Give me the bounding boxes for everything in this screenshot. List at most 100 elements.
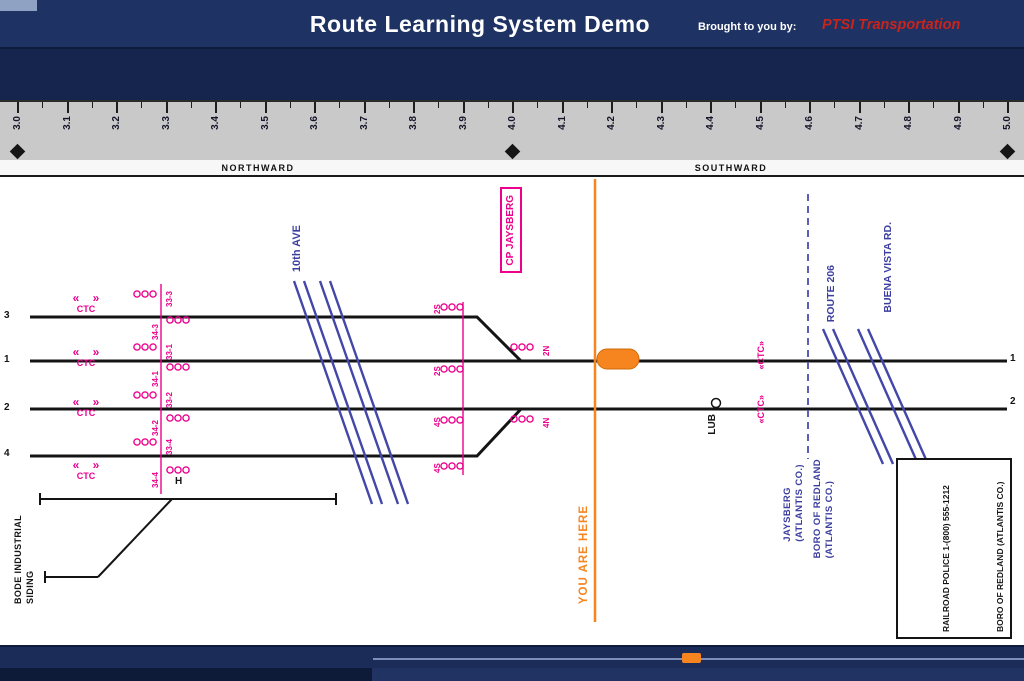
- ruler-minor-tick: [982, 102, 984, 108]
- bode-siding-label: BODE INDUSTRIAL SIDING: [12, 515, 36, 604]
- ruler-diamond-marker: [504, 143, 521, 160]
- ctc-chevrons-icon: « »: [72, 458, 105, 472]
- signal-head-icon: [149, 438, 157, 446]
- tenth-ave-label: 10th AVE: [291, 225, 303, 273]
- ruler-minor-tick: [91, 102, 93, 108]
- signal-head-icon: [440, 416, 448, 424]
- ctc-marker-track2-right: «CTC»: [756, 395, 767, 424]
- ctc-chevron-icon: »: [756, 341, 766, 347]
- ruler-tick: [17, 102, 19, 113]
- ruler-label: 3.4: [210, 116, 221, 130]
- ctc-label: CTC: [76, 408, 96, 418]
- ctc-chevron-icon: «: [756, 364, 766, 370]
- signal-head-icon: [141, 391, 149, 399]
- ctc-marker-track1: « » CTC: [62, 346, 110, 368]
- ruler-minor-tick: [240, 102, 242, 108]
- redland-municipality-label: BORO OF REDLAND (ATLANTIS CO.): [812, 459, 836, 558]
- track-4: [30, 407, 523, 458]
- track-label-2: 2: [4, 402, 10, 413]
- signal-label: 34-3: [151, 323, 160, 340]
- signal-head-icon: [174, 414, 182, 422]
- ruler-tick: [462, 102, 465, 113]
- ruler-tick: [363, 102, 366, 113]
- ctc-label: CTC: [756, 346, 766, 365]
- jaysberg-line1: JAYSBERG: [782, 487, 793, 542]
- bode-siding-line1: BODE INDUSTRIAL: [13, 515, 23, 604]
- ruler-label: 4.5: [754, 116, 766, 130]
- ruler-tick: [759, 102, 762, 113]
- signal-head-icon: [149, 391, 157, 399]
- track-label-1-right: 1: [1010, 353, 1016, 364]
- ruler-tick: [611, 102, 613, 113]
- ruler-tick: [710, 102, 712, 113]
- signal-head-icon: [456, 365, 464, 373]
- ruler-label: 4.8: [903, 116, 914, 130]
- ruler-tick: [264, 102, 267, 113]
- ruler-minor-tick: [883, 102, 885, 108]
- industrial-siding-track: [39, 493, 337, 583]
- lubricator-icon: [710, 397, 722, 409]
- track-label-3: 3: [4, 310, 10, 321]
- ruler-minor-tick: [141, 102, 143, 108]
- signal-head-icon: [141, 343, 149, 351]
- header-band: [0, 47, 1024, 100]
- ruler-label: 3.1: [61, 116, 73, 130]
- brought-by-label: Brought to you by:: [698, 21, 797, 33]
- ruler-label: 4.0: [507, 116, 518, 130]
- signal-head-icon: [166, 466, 174, 474]
- ruler-minor-tick: [636, 102, 638, 108]
- signal-head-icon: [518, 343, 526, 351]
- signal-head-icon: [174, 316, 182, 324]
- buena-vista-label: BUENA VISTA RD.: [882, 222, 894, 313]
- signal-label: 33-1: [165, 343, 174, 360]
- signal-label: 4N: [542, 418, 551, 428]
- ruler-minor-tick: [933, 102, 935, 108]
- ctc-marker-track1-right: «CTC»: [756, 341, 767, 370]
- signal-label: 33-2: [165, 391, 174, 408]
- ruler-tick: [512, 102, 514, 113]
- emergency-line: BORO OF REDLAND (ATLANTIS CO.): [995, 481, 1005, 632]
- ruler-minor-tick: [735, 102, 737, 108]
- signal-head-icon: [166, 316, 174, 324]
- ctc-label: CTC: [76, 304, 96, 314]
- jaysberg-municipality-label: JAYSBERG (ATLANTIS CO.): [782, 464, 806, 542]
- ruler-label: 3.0: [12, 116, 23, 130]
- ruler-label: 4.4: [705, 116, 716, 130]
- h-marker: H: [175, 476, 183, 487]
- signal-head-icon: [518, 415, 526, 423]
- ruler-tick: [908, 102, 910, 113]
- signal-head-icon: [182, 414, 190, 422]
- signal-head-icon: [448, 416, 456, 424]
- signal-head-icon: [456, 462, 464, 470]
- signal-label: 33-3: [165, 290, 174, 307]
- bode-siding-line2: SIDING: [25, 570, 35, 604]
- train-position-marker: [596, 348, 640, 370]
- footer-right-panel: [372, 668, 1024, 681]
- signal-head-icon: [510, 343, 518, 351]
- ruler-tick: [809, 102, 811, 113]
- signal-label: 33-4: [165, 438, 174, 455]
- signal-head-icon: [149, 290, 157, 298]
- ruler-minor-tick: [190, 102, 192, 108]
- ruler-label: 3.9: [457, 116, 469, 130]
- title-bar: Route Learning System Demo Brought to yo…: [0, 0, 1024, 47]
- signal-label: 2S: [433, 304, 442, 314]
- ruler-minor-tick: [834, 102, 836, 108]
- scrollbar-thumb[interactable]: [682, 653, 701, 663]
- signal-head-icon: [133, 391, 141, 399]
- ctc-chevrons-icon: « »: [72, 395, 105, 409]
- route-206-label: ROUTE 206: [825, 265, 837, 323]
- ruler-diamond-marker: [999, 143, 1016, 160]
- ruler-minor-tick: [339, 102, 341, 108]
- southward-label: SOUTHWARD: [694, 163, 768, 173]
- signal-head-icon: [174, 363, 182, 371]
- brand-link[interactable]: PTSI Transportation: [822, 17, 961, 33]
- ruler-label: 4.1: [556, 116, 568, 130]
- ruler-label: 3.6: [309, 116, 320, 130]
- signal-label: 4S: [433, 417, 442, 427]
- signal-head-icon: [166, 363, 174, 371]
- ruler-minor-tick: [42, 102, 44, 108]
- signal-head-icon: [440, 303, 448, 311]
